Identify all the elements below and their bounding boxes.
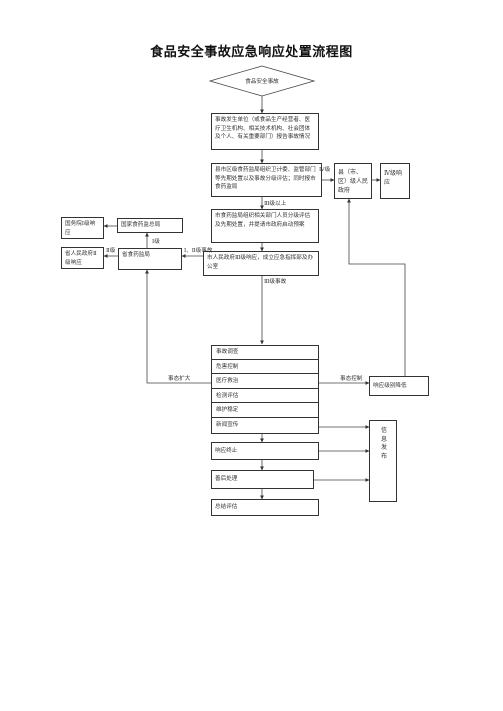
label-level4: Ⅳ级	[319, 167, 331, 173]
provincial-fda-box: 省食药监局	[118, 248, 182, 270]
summary-box: 总结评估	[211, 499, 319, 516]
national-fda-box: 国家食药监总局	[117, 218, 183, 233]
label-above-level3: Ⅲ级以上	[264, 201, 287, 207]
label-escalate: 事态扩大	[168, 376, 191, 382]
city-gov-box: 市人民政府Ⅲ级响应，成立应急指挥部及办公室	[203, 251, 319, 276]
state-council-box: 国务院Ⅰ级响应	[61, 217, 104, 239]
county-assess-box: 县市区级食药监局组织卫计委、监管部门等先期处置以及事故分级评估；同时报市食药监局	[211, 163, 322, 197]
info-release-box: 信息发布	[369, 420, 397, 502]
provincial-gov-box: 省人民政府Ⅱ级响应	[61, 247, 104, 269]
county-gov-box: 县（市、区）级人民政府	[334, 163, 372, 199]
task-testing-assessment: 检测评估	[212, 390, 318, 404]
level4-box: Ⅳ级响应	[380, 163, 410, 199]
response-tasks-box: 事故调查 危害控制 医疗救治 检测评估 维护稳定 新闻宣传	[211, 345, 319, 434]
label-level2: Ⅱ级	[106, 248, 116, 254]
task-hazard-control: 危害控制	[212, 361, 318, 375]
label-level1: Ⅰ级	[152, 239, 160, 245]
page-title: 食品安全事故应急响应处置流程图	[150, 45, 353, 60]
task-investigation: 事故调查	[212, 346, 318, 360]
label-level12-event: Ⅰ、Ⅱ级事故	[184, 248, 213, 254]
start-node: 食品安全事故	[245, 79, 279, 85]
aftermath-box: 善后处理	[211, 470, 314, 489]
label-level3-event: Ⅲ级事故	[264, 279, 287, 285]
downgrade-box: 响应级别降低	[369, 376, 429, 396]
task-medical-treatment: 医疗救治	[212, 375, 318, 389]
task-maintain-stability: 维护稳定	[212, 404, 318, 418]
label-controlled: 事态控制	[340, 376, 363, 382]
city-assess-box: 市食药监局组织相关部门人员分级评估及先期处置，并提请市政府启动预案	[211, 209, 319, 243]
end-response-box: 响应终止	[211, 442, 319, 460]
info-release-label: 信息发布	[380, 427, 387, 460]
task-news-publicity: 新闻宣传	[216, 422, 239, 428]
report-box: 事故发生单位（或食品生产经营者、医疗卫生机构、相关技术机构、社会团体及个人、有关…	[211, 113, 319, 150]
